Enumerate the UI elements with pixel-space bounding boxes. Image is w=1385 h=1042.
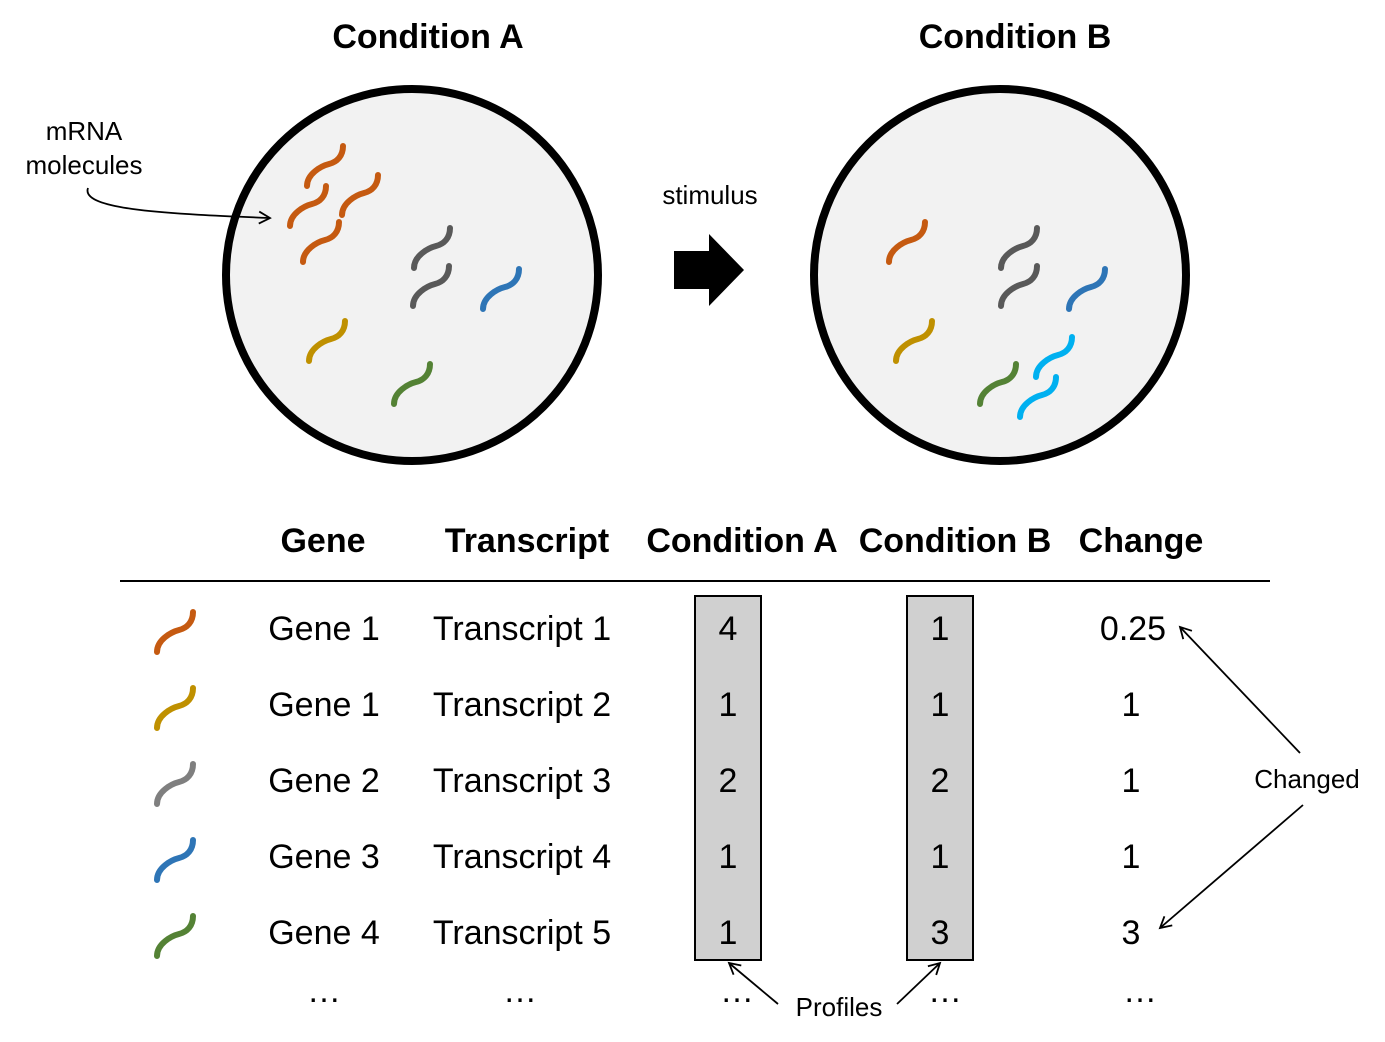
mrna-molecule-icon [304,143,346,189]
cell-a-mrna-group [287,143,522,407]
profile-box-condition-b [906,595,974,961]
table-row: Gene 4 Transcript 5 1 3 3 [154,913,1141,959]
header-transcript: Transcript [445,522,609,560]
cell-condition-a [222,85,602,465]
ellipsis-gene: … [307,972,341,1010]
table-row: Gene 1 Transcript 2 1 1 1 [154,685,1141,731]
mrna-molecule-icon [391,361,433,407]
row-transcript: Transcript 3 [433,762,611,800]
mrna-molecule-icon [977,361,1019,407]
row-transcript: Transcript 2 [433,686,611,724]
mrna-molecule-icon [411,225,453,271]
condition-a-title: Condition A [332,18,523,56]
row-condition-a-value: 1 [719,838,738,876]
ellipsis-condition-a: … [720,972,754,1010]
row-condition-b-value: 2 [931,762,950,800]
mrna-molecule-icon [300,219,342,265]
mrna-molecule-icon [893,318,935,364]
row-condition-a-value: 4 [719,610,738,648]
row-change-value: 1 [1122,838,1141,876]
mrna-molecule-icon [306,318,348,364]
mrna-molecule-icon [287,183,329,229]
row-condition-a-value: 1 [719,686,738,724]
cell-b-mrna-group [886,219,1108,420]
cell-condition-b [810,85,1190,465]
stimulus-label: stimulus [662,180,757,210]
mrna-molecule-icon [1017,374,1059,420]
row-gene: Gene 4 [268,914,380,952]
row-transcript: Transcript 5 [433,914,611,952]
mrna-label-line2: molecules [25,150,142,180]
ellipsis-transcript: … [503,972,537,1010]
changed-arrow-bottom [1158,804,1304,930]
mrna-molecule-icon [410,263,452,309]
row-condition-b-value: 1 [931,838,950,876]
row-change-value: 1 [1122,762,1141,800]
header-condition-b: Condition B [859,522,1052,560]
mrna-pointer-arrow [86,187,272,225]
mrna-molecule-icon [1033,334,1075,380]
mrna-molecule-icon [886,219,928,265]
row-change-value: 3 [1122,914,1141,952]
mrna-molecule-icon [339,172,381,218]
transcript-3-mrna-icon [154,761,196,807]
table-row: Gene 2 Transcript 3 2 2 1 [154,761,1141,807]
row-change-value: 0.25 [1100,610,1166,648]
profiles-arrow-b [896,961,942,1005]
row-transcript: Transcript 4 [433,838,611,876]
row-gene: Gene 2 [268,762,380,800]
changed-label: Changed [1254,764,1360,794]
stimulus-arrow-icon [674,234,744,306]
row-condition-b-value: 1 [931,610,950,648]
header-change: Change [1079,522,1204,560]
mrna-molecule-icon [480,266,522,312]
row-condition-a-value: 2 [719,762,738,800]
row-condition-b-value: 3 [931,914,950,952]
changed-arrow-top [1178,625,1301,754]
mrna-molecule-icon [998,225,1040,271]
mrna-molecule-icon [998,263,1040,309]
row-gene: Gene 1 [268,610,380,648]
mrna-molecule-icon [1066,266,1108,312]
condition-b-title: Condition B [919,18,1112,56]
transcript-5-mrna-icon [154,913,196,959]
header-condition-a: Condition A [646,522,837,560]
table-row: Gene 3 Transcript 4 1 1 1 [154,837,1141,883]
row-change-value: 1 [1122,686,1141,724]
transcript-1-mrna-icon [154,609,196,655]
row-condition-b-value: 1 [931,686,950,724]
ellipsis-change: … [1123,972,1157,1010]
ellipsis-condition-b: … [928,972,962,1010]
row-gene: Gene 3 [268,838,380,876]
profiles-arrow-a [727,961,779,1005]
profile-box-condition-a [694,595,762,961]
row-condition-a-value: 1 [719,914,738,952]
transcript-4-mrna-icon [154,837,196,883]
row-gene: Gene 1 [268,686,380,724]
table-row: Gene 1 Transcript 1 4 1 0.25 [154,609,1166,655]
header-gene: Gene [280,522,365,560]
profiles-label: Profiles [796,992,883,1022]
transcript-2-mrna-icon [154,685,196,731]
mrna-label-line1: mRNA [46,116,123,146]
row-transcript: Transcript 1 [433,610,611,648]
